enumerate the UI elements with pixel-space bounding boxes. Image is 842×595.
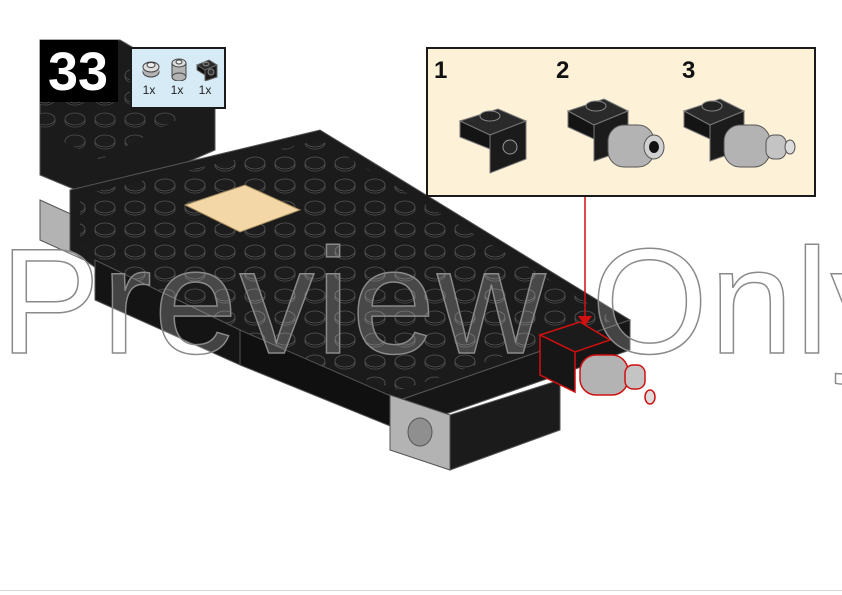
part-qty: 1x: [198, 83, 212, 97]
parts-list-box: 1x 1x 1x: [130, 47, 226, 109]
substep-label-3: 3: [682, 57, 696, 84]
round-plate-icon: [138, 57, 164, 84]
subassembly-callout: 1 2 3: [426, 47, 816, 197]
substep-label-2: 2: [556, 57, 570, 84]
subassembly-illustrations: [458, 98, 796, 174]
substep-label-1: 1: [434, 57, 448, 84]
tan-tile: [183, 184, 302, 233]
page-divider: [0, 590, 842, 591]
preview-watermark: Preview Only: [0, 217, 842, 385]
part-qty: 1x: [170, 83, 184, 97]
bracket-plate-icon: [194, 57, 220, 86]
callout-arrowhead: [578, 316, 592, 326]
part-qty: 1x: [142, 83, 156, 97]
added-part-highlight: [537, 321, 656, 405]
substep-2-bracket-round-icon: [566, 98, 665, 168]
substep-1-bracket-icon: [458, 108, 528, 174]
step-number: 33: [40, 40, 119, 102]
substep-3-complete-icon: [682, 98, 796, 168]
round-brick-icon: [166, 57, 192, 86]
